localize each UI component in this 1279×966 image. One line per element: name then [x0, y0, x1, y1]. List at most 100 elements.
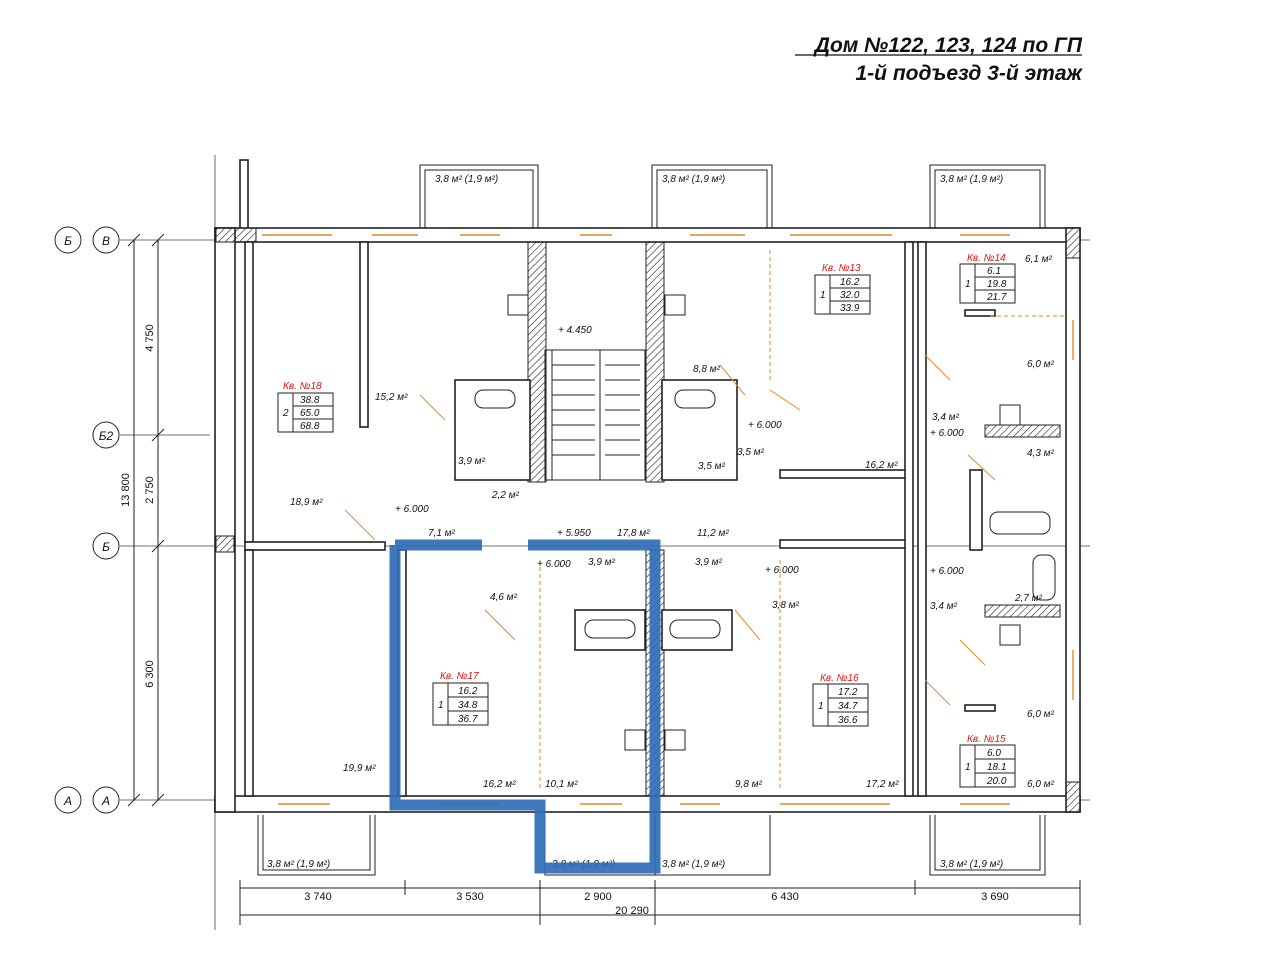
apartment-15-total: 18.1 [987, 762, 1006, 773]
axis-bubble-a2 [92, 786, 120, 814]
room-area: 7,1 м² [428, 528, 456, 539]
axis-label-v: В [102, 234, 110, 248]
apartment-14-living: 6.1 [987, 266, 1001, 277]
apartment-18: Кв. №18 2 38.8 65.0 68.8 [277, 381, 334, 433]
apartment-14-rooms: 1 [965, 279, 971, 290]
balcony-bottom-3-area: 3,8 м² (1,9 м²) [662, 859, 725, 870]
room-area: 16,2 м² [483, 779, 516, 790]
apartment-14: Кв. №14 1 6.1 19.8 21.7 [959, 253, 1016, 304]
apartment-14-name: Кв. №14 [967, 253, 1006, 264]
level-mark-6: + 6.000 [537, 559, 571, 570]
room-area: 19,9 м² [343, 763, 376, 774]
room-area: 9,8 м² [735, 779, 763, 790]
axis-bubble-b-top [54, 226, 82, 254]
dim-horizontal-3: 2 900 [584, 891, 612, 903]
dim-horizontal-2: 3 530 [456, 891, 484, 903]
apartment-17-rooms: 1 [438, 700, 444, 711]
dim-vertical-total: 13 800 [120, 473, 132, 507]
room-area: 2,7 м² [1014, 593, 1043, 604]
apartment-17-living: 16.2 [458, 686, 478, 697]
apartment-17-name: Кв. №17 [440, 671, 479, 682]
dim-horizontal-total: 20 290 [615, 905, 649, 917]
dim-vertical-part-1: 4 750 [144, 324, 156, 352]
room-area: 10,1 м² [545, 779, 578, 790]
apartment-15-living: 6.0 [987, 748, 1001, 759]
dim-horizontal-4: 6 430 [771, 891, 799, 903]
room-area: 8,8 м² [693, 364, 721, 375]
apartment-15: Кв. №15 1 6.0 18.1 20.0 [959, 734, 1016, 788]
apartment-16-gross: 36.6 [838, 715, 858, 726]
balcony-bottom-4-area: 3,8 м² (1,9 м²) [940, 859, 1003, 870]
room-area: 3,4 м² [930, 601, 958, 612]
vertical-dimensions: 13 800 4 750 2 750 6 300 [120, 233, 165, 807]
axis-label-b: Б [102, 540, 110, 554]
room-area: 11,2 м² [697, 528, 729, 539]
apartment-13-total: 32.0 [840, 290, 860, 301]
apartment-15-name: Кв. №15 [967, 734, 1006, 745]
highlighted-apartment-outline [389, 539, 661, 874]
room-area: 6,0 м² [1027, 779, 1055, 790]
dim-vertical-part-2: 2 750 [144, 476, 156, 504]
room-area: 3,9 м² [458, 456, 486, 467]
apartment-16-name: Кв. №16 [820, 673, 859, 684]
apartment-18-living: 38.8 [300, 395, 320, 406]
apartment-14-total: 19.8 [987, 279, 1007, 290]
dim-horizontal-5: 3 690 [981, 891, 1009, 903]
room-area: 3,9 м² [588, 557, 616, 568]
axis-bubbles: Б В Б2 Б А А [54, 226, 120, 814]
axis-label-a1: А [63, 794, 72, 808]
room-area: 6,0 м² [1027, 709, 1055, 720]
room-area: 4,6 м² [490, 592, 518, 603]
level-mark-7: + 6.000 [765, 565, 799, 576]
room-area: 4,3 м² [1027, 448, 1055, 459]
apartment-17-gross: 36.7 [458, 714, 478, 725]
level-mark-8: + 6.000 [930, 566, 964, 577]
axis-bubble-v [92, 226, 120, 254]
axis-label-b2: Б2 [99, 429, 114, 443]
apartment-16: Кв. №16 1 17.2 34.7 36.6 [812, 673, 869, 727]
balconies-top: 3,8 м² (1,9 м²) 3,8 м² (1,9 м²) 3,8 м² (… [239, 159, 1046, 231]
room-area: 15,2 м² [375, 392, 408, 403]
axis-bubble-b [92, 532, 120, 560]
apartment-16-rooms: 1 [818, 701, 824, 712]
room-area: 3,5 м² [698, 461, 726, 472]
room-area: 6,1 м² [1025, 254, 1053, 265]
balcony-top-3-area: 3,8 м² (1,9 м²) [940, 174, 1003, 185]
room-area: 3,9 м² [695, 557, 723, 568]
room-area: 2,2 м² [491, 490, 520, 501]
apartment-18-total: 65.0 [300, 408, 320, 419]
room-area: 18,9 м² [290, 497, 323, 508]
axis-label-b-top: Б [64, 234, 72, 248]
apartment-17: Кв. №17 1 16.2 34.8 36.7 [432, 671, 489, 726]
axis-bubble-b2 [92, 421, 120, 449]
plan-subtitle: 1-й подъезд 3-й этаж [856, 62, 1084, 85]
room-area: 17,8 м² [617, 528, 650, 539]
apartment-13-gross: 33.9 [840, 303, 860, 314]
level-mark-1: + 4.450 [558, 325, 592, 336]
level-mark-5: + 5.950 [557, 528, 591, 539]
dim-horizontal-1: 3 740 [304, 891, 332, 903]
room-area: 17,2 м² [866, 779, 899, 790]
axis-bubble-a1 [54, 786, 82, 814]
level-mark-4: + 6.000 [930, 428, 964, 439]
apartment-13-rooms: 1 [820, 290, 826, 301]
room-area: 3,5 м² [737, 447, 765, 458]
apartment-18-gross: 68.8 [300, 421, 320, 432]
balcony-top-1-area: 3,8 м² (1,9 м²) [435, 174, 498, 185]
level-mark-3: + 6.000 [748, 420, 782, 431]
apartment-13: Кв. №13 1 16.2 32.0 33.9 [814, 263, 871, 315]
axis-label-a2: А [101, 794, 110, 808]
apartment-14-gross: 21.7 [986, 292, 1007, 303]
level-marks: + 4.450 + 6.000 + 6.000 + 6.000 + 5.950 … [395, 325, 964, 577]
apartment-13-name: Кв. №13 [822, 263, 861, 274]
apartment-13-living: 16.2 [840, 277, 860, 288]
room-area: 6,0 м² [1027, 359, 1055, 370]
apartment-18-rooms: 2 [282, 408, 289, 419]
horizontal-dimensions: 3 740 3 530 2 900 6 430 3 690 20 290 [239, 880, 1081, 925]
dim-vertical-part-3: 6 300 [144, 660, 156, 688]
room-areas: 15,2 м² 18,9 м² 3,9 м² 2,2 м² 7,1 м² 8,8… [290, 254, 1055, 790]
balcony-bottom-1-area: 3,8 м² (1,9 м²) [267, 859, 330, 870]
apartment-15-rooms: 1 [965, 762, 971, 773]
room-area: 3,4 м² [932, 412, 960, 423]
